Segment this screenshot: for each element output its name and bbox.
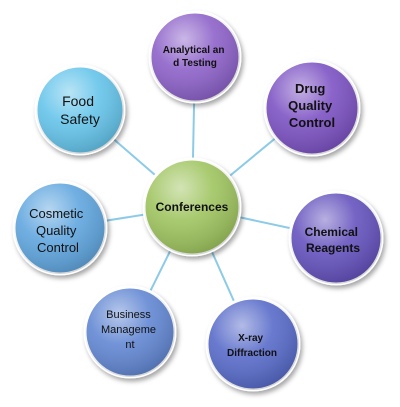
node-analytical-label-line-2: d Testing: [173, 58, 217, 69]
node-business-label-line-3: nt: [125, 339, 134, 351]
node-drug-label-line-2: Quality: [288, 98, 333, 113]
center-hub-gloss: [144, 159, 240, 255]
node-food-gloss: [36, 66, 124, 154]
node-food-label-line-1: Food: [62, 93, 94, 109]
node-food-safety: Food Safety: [34, 64, 126, 156]
node-drug-label-line-1: Drug: [295, 81, 325, 96]
node-chemical-label-line-2: Reagents: [306, 241, 360, 255]
node-business-label-line-2: Manageme: [101, 324, 156, 336]
node-cosmetic-label-line-3: Control: [37, 240, 79, 255]
node-business-gloss: [85, 287, 175, 377]
node-food-label-line-2: Safety: [60, 111, 100, 127]
node-xray-diffraction: X-ray Diffraction: [205, 296, 301, 392]
node-xray-gloss: [207, 298, 299, 390]
node-analytical-label-line-1: Analytical an: [163, 45, 225, 56]
node-chemical-label-line-1: Chemical: [305, 225, 358, 239]
node-business-management: Business Manageme nt: [83, 285, 177, 379]
node-cosmetic-quality-control: Cosmetic Quality Control: [12, 180, 108, 276]
svg-text:Business Manageme: Business Manageme nt: [101, 309, 159, 351]
center-hub: Conferences: [142, 157, 242, 257]
node-analytical-gloss: [150, 12, 240, 102]
node-analytical: Analytical an d Testing: [148, 10, 242, 104]
node-drug-gloss: [265, 61, 359, 155]
node-cosmetic-label-line-2: Quality: [36, 223, 77, 238]
svg-text:Drug Quality Contr: Drug Quality Control: [288, 81, 336, 130]
node-cosmetic-gloss: [14, 182, 106, 274]
svg-text:Food Safety: Food Safety: [60, 93, 100, 127]
node-business-label-line-1: Business: [106, 309, 151, 321]
node-xray-label-line-1: X-ray: [238, 333, 263, 344]
node-cosmetic-label-line-1: Cosmetic: [29, 206, 84, 221]
node-drug-quality-control: Drug Quality Control: [263, 59, 361, 157]
node-xray-label-line-2: Diffraction: [227, 348, 277, 359]
node-drug-label-line-3: Control: [289, 115, 335, 130]
svg-text:Analytical an d Testing: Analytical an d Testing: [163, 45, 227, 69]
center-hub-label: Conferences: [156, 200, 229, 214]
node-chemical-gloss: [290, 192, 382, 284]
svg-text:X-ray Diffraction: X-ray Diffraction: [227, 333, 277, 359]
node-chemical-reagents: Chemical Reagents: [288, 190, 384, 286]
svg-text:Chemical Reagents: Chemical Reagents: [305, 225, 362, 255]
svg-text:Cosmetic Quality C: Cosmetic Quality Control: [29, 206, 87, 255]
